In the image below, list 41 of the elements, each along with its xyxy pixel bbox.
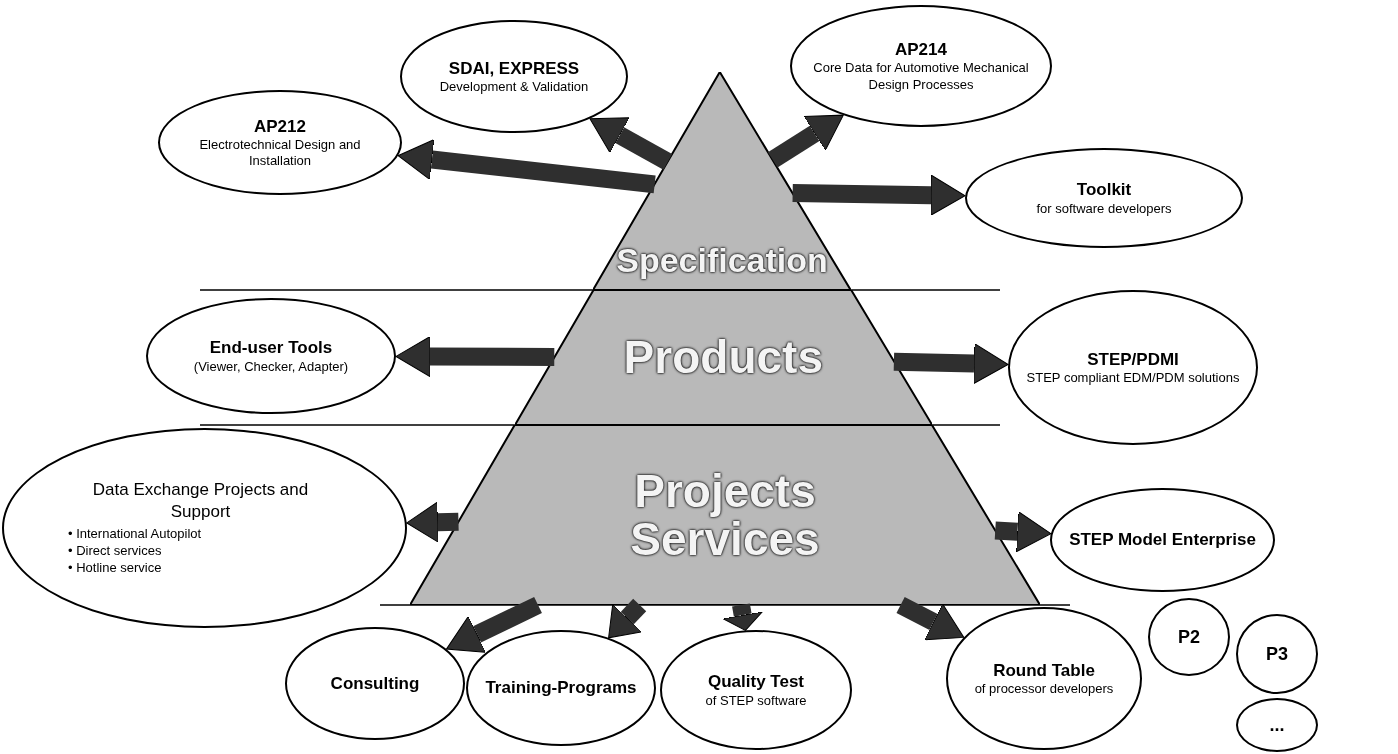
node-title: SDAI, EXPRESS [448, 57, 580, 79]
node-title: Training-Programs [485, 677, 637, 699]
node-subtitle: Electrotechnical Design and Installation [198, 136, 362, 170]
node-title: Quality Test [707, 671, 804, 693]
node-title: STEP Model Enterprise [1069, 529, 1256, 551]
block-arrow [722, 603, 763, 631]
node-subtitle: Core Data for Automotive Mechanical Design Processes [812, 60, 1030, 93]
block-arrow [896, 597, 965, 641]
node-subtitle: of STEP software [705, 692, 807, 709]
node-title: Consulting [330, 672, 420, 695]
block-arrow [397, 139, 656, 194]
block-arrow [792, 174, 966, 216]
node-title: ... [1269, 713, 1285, 737]
node-subtitle: for software developers [1036, 200, 1172, 217]
block-arrow [767, 114, 844, 168]
node-subtitle: of processor developers [974, 681, 1114, 698]
node-title: Round Table [993, 659, 1095, 681]
bullet-text: • International Autopilot [68, 525, 202, 543]
bullet-text: • Hotline service [68, 559, 163, 577]
node-subtitle: (Viewer, Checker, Adapter) [193, 358, 349, 375]
node-title: AP212 [254, 115, 306, 137]
node-subtitle: Development & Validation [439, 79, 589, 96]
node-title: AP214 [895, 39, 947, 61]
node-subtitle: STEP compliant EDM/PDM solutions [1026, 370, 1240, 387]
node-title: P2 [1178, 625, 1200, 649]
block-arrow [589, 117, 673, 170]
bullet-text: • Direct services [68, 542, 163, 560]
block-arrow [994, 511, 1052, 553]
node-title: P3 [1266, 642, 1288, 666]
band-label: Specification [615, 240, 829, 281]
band-label: Projects Services [629, 466, 821, 564]
block-arrow [406, 501, 459, 543]
block-arrow [893, 343, 1009, 385]
block-arrow [445, 596, 542, 653]
node-title: STEP/PDMI [1087, 348, 1179, 370]
block-arrow [395, 336, 555, 378]
band-label: Products [622, 333, 824, 382]
node-title: End-user Tools [209, 337, 333, 359]
node-title: Data Exchange Projects and Support [91, 479, 310, 522]
node-title: Toolkit [1076, 179, 1132, 201]
block-arrow [608, 598, 647, 639]
